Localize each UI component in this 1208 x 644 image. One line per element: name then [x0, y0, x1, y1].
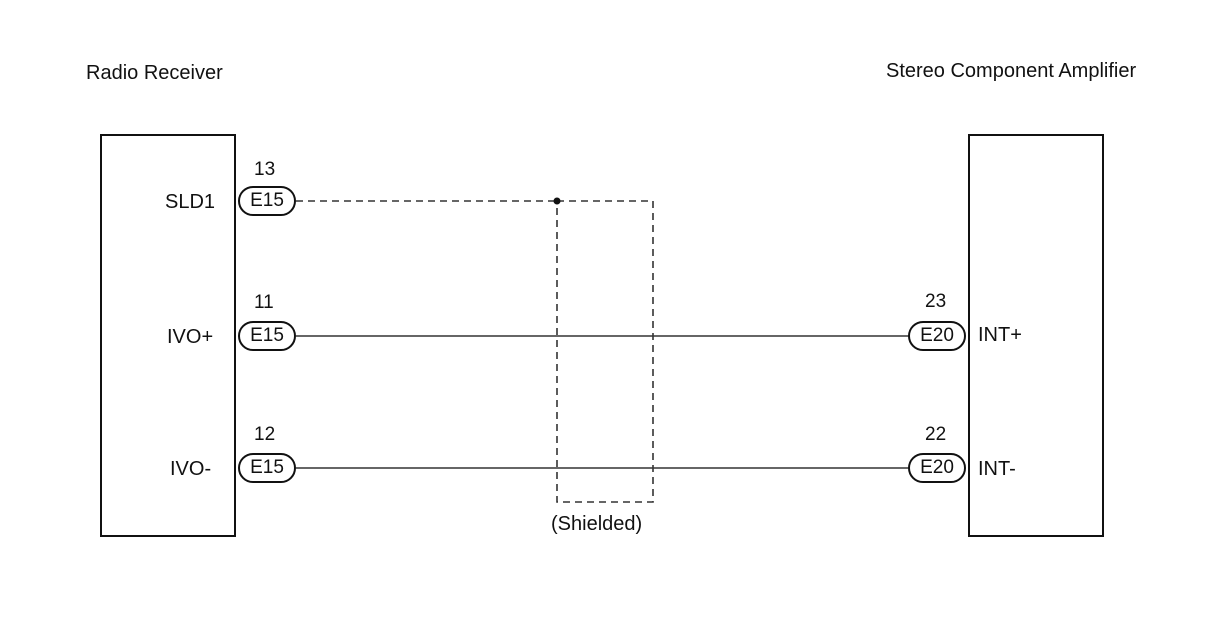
stereo-amplifier-box [968, 134, 1104, 537]
radio-receiver-box [100, 134, 236, 537]
connector-e15-ivo-plus: E15 [238, 321, 296, 351]
signal-int-plus: INT+ [978, 324, 1022, 346]
stereo-amplifier-title: Stereo Component Amplifier [886, 60, 1137, 82]
connector-e20-int-plus: E20 [908, 321, 966, 351]
pin-number-13: 13 [254, 159, 276, 180]
connector-e15-sld1: E15 [238, 186, 296, 216]
shielded-label: (Shielded) [551, 513, 643, 535]
signal-ivo-plus: IVO+ [167, 326, 214, 348]
pin-number-11: 11 [254, 292, 274, 313]
signal-sld1: SLD1 [165, 191, 216, 213]
shield-junction-dot [553, 197, 561, 205]
signal-ivo-minus: IVO- [170, 458, 212, 480]
pin-number-23: 23 [925, 291, 947, 312]
pin-number-22: 22 [925, 424, 947, 445]
radio-receiver-title: Radio Receiver [86, 62, 223, 84]
connector-e15-ivo-minus: E15 [238, 453, 296, 483]
shield-enclosure [556, 200, 654, 503]
connector-e20-int-minus: E20 [908, 453, 966, 483]
pin-number-12: 12 [254, 424, 276, 445]
signal-int-minus: INT- [978, 458, 1016, 480]
